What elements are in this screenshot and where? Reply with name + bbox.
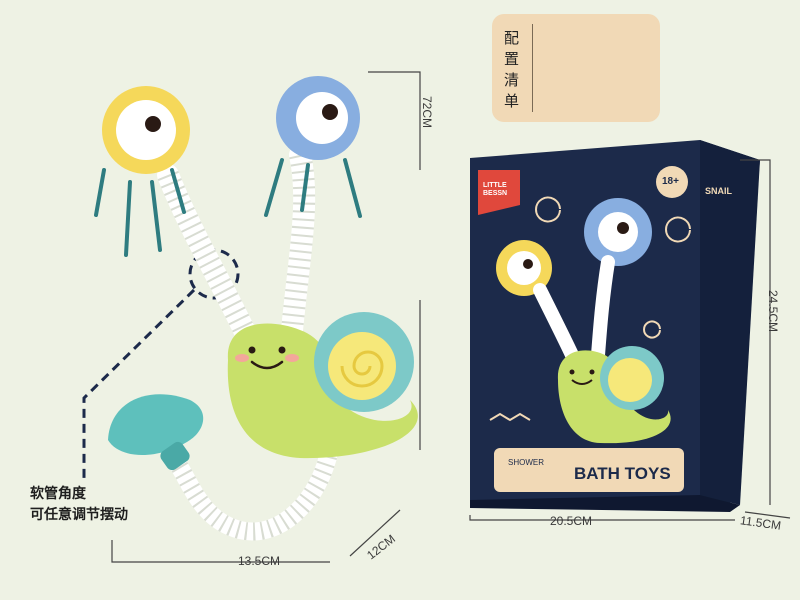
config-char: 清 [504, 71, 520, 89]
yellow-hose [157, 164, 255, 341]
box-side-title: SNAIL [705, 186, 732, 196]
config-char: 配 [504, 29, 520, 47]
config-list-panel: 配 置 清 单 [492, 14, 660, 122]
snail-toy [227, 312, 418, 459]
brand-line1: LITTLE [483, 182, 507, 189]
product-title: BATH TOYS [574, 464, 671, 483]
box-width-label: 20.5CM [550, 514, 593, 528]
toy-dimension-lines [111, 71, 421, 563]
config-list-title: 配 置 清 单 [504, 28, 522, 112]
brand-line2: BESSN [483, 190, 508, 197]
handheld-shower [108, 394, 204, 471]
feature-note: 软管角度 可任意调节摆动 [30, 484, 128, 526]
blue-hose [281, 144, 316, 341]
shower-hose [166, 439, 339, 541]
box-dimension-lines [469, 159, 791, 521]
box-height-label: 24.5CM [766, 290, 780, 333]
age-badge: 18+ [662, 176, 679, 187]
toy-width-label: 13.5CM [238, 554, 281, 568]
config-char: 单 [504, 92, 520, 110]
hose-length-label: 72CM [420, 96, 434, 129]
config-divider [532, 24, 533, 112]
yellow-shower-head [94, 86, 190, 257]
brand-logo: LITTLE BESSN [483, 182, 507, 198]
blue-shower-head [264, 76, 362, 218]
toy-box [470, 140, 760, 512]
product-subtitle: SHOWER [508, 458, 544, 467]
feature-note-line1: 软管角度 [30, 486, 86, 502]
config-char: 置 [504, 50, 520, 68]
feature-note-line2: 可任意调节摆动 [30, 507, 128, 523]
